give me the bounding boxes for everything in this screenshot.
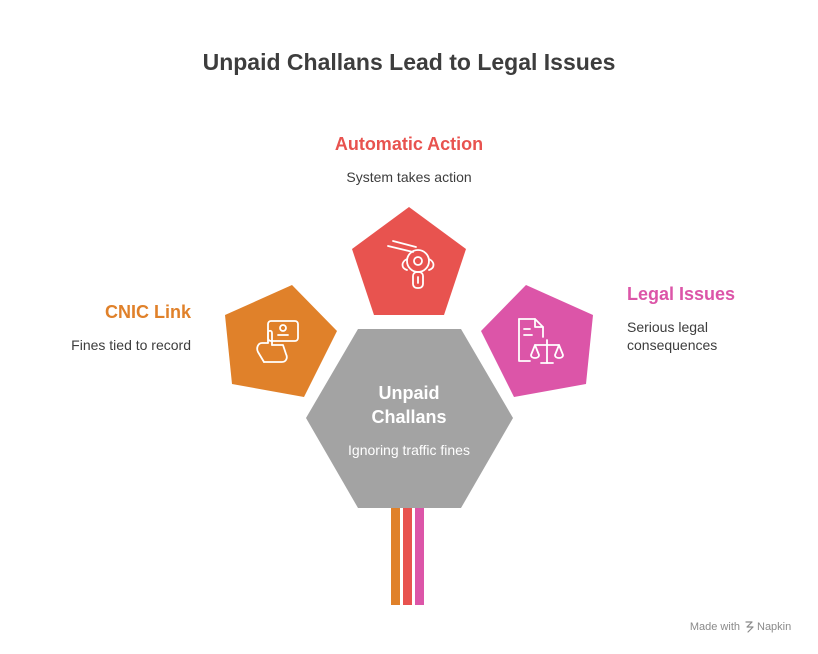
napkin-logo-icon bbox=[745, 621, 754, 633]
page-title: Unpaid Challans Lead to Legal Issues bbox=[203, 49, 616, 75]
joystick-icon bbox=[387, 240, 435, 289]
document-scales-icon bbox=[518, 318, 564, 364]
automatic-action-description: System takes action bbox=[346, 169, 471, 185]
legal-issues-description-line2: consequences bbox=[627, 337, 717, 353]
stem-lines bbox=[391, 508, 424, 605]
stem-line-orange bbox=[391, 508, 400, 605]
stem-line-red bbox=[403, 508, 412, 605]
center-title-line2: Challans bbox=[371, 407, 446, 427]
center-title-line1: Unpaid bbox=[379, 383, 440, 403]
hand-card-icon bbox=[256, 320, 299, 363]
legal-issues-heading: Legal Issues bbox=[627, 284, 735, 304]
cnic-link-heading: CNIC Link bbox=[105, 302, 192, 322]
automatic-action-heading: Automatic Action bbox=[335, 134, 483, 154]
center-subtitle: Ignoring traffic fines bbox=[348, 442, 470, 458]
footer-made-with: Made with bbox=[690, 621, 740, 633]
center-hexagon bbox=[306, 329, 513, 508]
legal-issues-description-line1: Serious legal bbox=[627, 319, 708, 335]
automatic-action-node: Automatic Action System takes action bbox=[335, 134, 483, 315]
automatic-action-pentagon bbox=[352, 207, 466, 315]
cnic-link-node: CNIC Link Fines tied to record bbox=[71, 285, 337, 397]
footer-brand: Napkin bbox=[757, 621, 791, 633]
legal-issues-node: Legal Issues Serious legal consequences bbox=[481, 284, 735, 397]
cnic-link-description: Fines tied to record bbox=[71, 337, 191, 353]
legal-issues-pentagon bbox=[481, 285, 593, 397]
center-node: Unpaid Challans Ignoring traffic fines bbox=[306, 329, 513, 508]
stem-line-pink bbox=[415, 508, 424, 605]
footer-attribution: Made with Napkin bbox=[690, 621, 791, 633]
